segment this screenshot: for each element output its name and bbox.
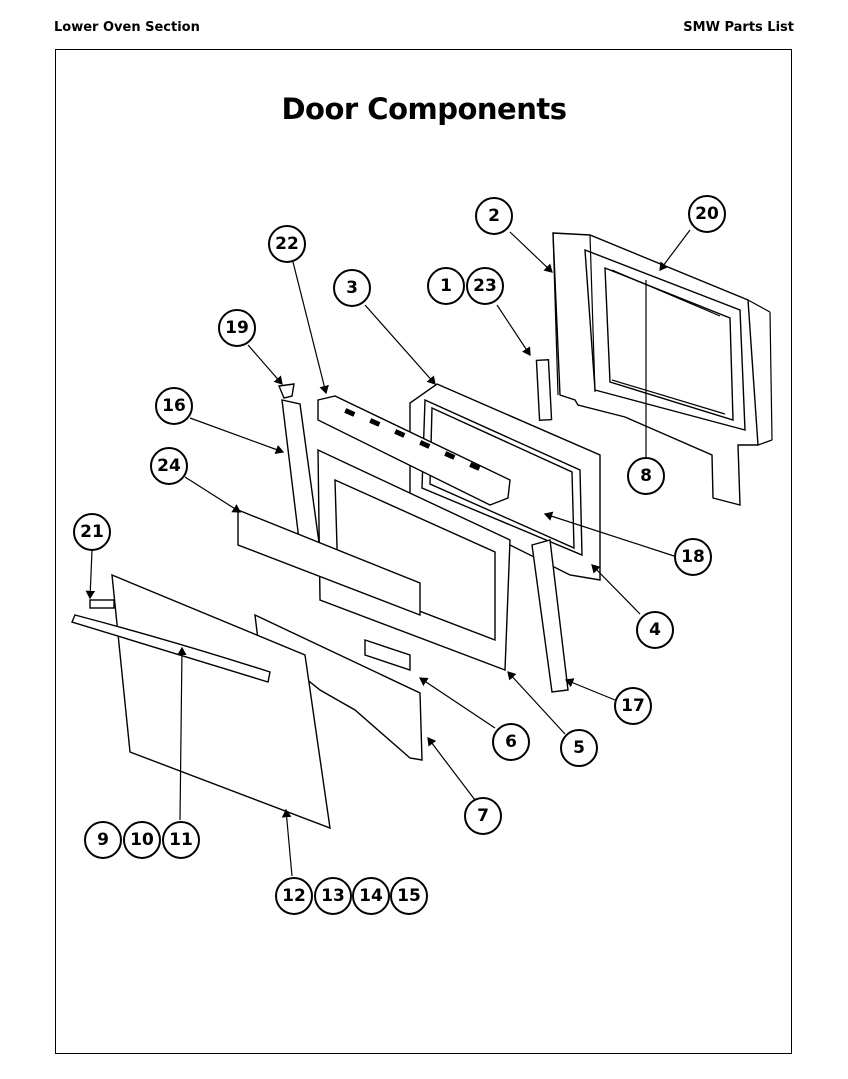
callout-19: 19 [218, 309, 256, 347]
callout-16: 16 [155, 387, 193, 425]
svg-text:9: 9 [97, 830, 109, 850]
side-channel-right [531, 539, 569, 693]
callout-4: 4 [636, 611, 674, 649]
door-handle [71, 614, 271, 683]
callout-17: 17 [614, 687, 652, 725]
callout-7: 7 [464, 797, 502, 835]
svg-text:24: 24 [157, 456, 181, 476]
svg-text:10: 10 [130, 830, 154, 850]
svg-text:21: 21 [80, 522, 104, 542]
callout-10: 10 [123, 821, 161, 859]
outer-door-glass [111, 573, 331, 830]
svg-text:4: 4 [649, 620, 661, 640]
callout-13: 13 [314, 877, 352, 915]
svg-text:19: 19 [225, 318, 249, 338]
svg-text:1: 1 [440, 276, 452, 296]
side-channel-left [281, 399, 321, 551]
section-header: Lower Oven Section [54, 20, 200, 35]
diagram-title: Door Components [281, 92, 567, 126]
vent-strip [317, 395, 511, 506]
screw [278, 383, 295, 399]
svg-text:7: 7 [477, 806, 489, 826]
svg-text:22: 22 [275, 234, 299, 254]
svg-text:2: 2 [488, 206, 500, 226]
callout-12: 12 [275, 877, 313, 915]
svg-text:11: 11 [169, 830, 193, 850]
svg-text:12: 12 [282, 886, 306, 906]
svg-text:20: 20 [695, 204, 719, 224]
svg-text:13: 13 [321, 886, 345, 906]
callout-18: 18 [674, 538, 712, 576]
callout-6: 6 [492, 723, 530, 761]
parts-list-header: SMW Parts List [683, 20, 794, 35]
vent-slots [344, 408, 481, 471]
callout-23: 23 [466, 267, 504, 305]
svg-text:16: 16 [162, 396, 186, 416]
insulation-sheet [237, 508, 421, 617]
svg-text:18: 18 [681, 547, 705, 567]
svg-text:6: 6 [505, 732, 517, 752]
svg-text:3: 3 [346, 278, 358, 298]
callout-5: 5 [560, 729, 598, 767]
callout-11: 11 [162, 821, 200, 859]
callout-24: 24 [150, 447, 188, 485]
callout-22: 22 [268, 225, 306, 263]
callout-1: 1 [427, 267, 465, 305]
hinge-bracket [535, 358, 553, 422]
svg-text:23: 23 [473, 276, 497, 296]
callout-14: 14 [352, 877, 390, 915]
svg-text:14: 14 [359, 886, 383, 906]
rear-door-frame [552, 232, 773, 506]
svg-text:8: 8 [640, 466, 652, 486]
svg-text:15: 15 [397, 886, 421, 906]
callout-15: 15 [390, 877, 428, 915]
lower-bracket [364, 639, 411, 671]
callout-9: 9 [84, 821, 122, 859]
inner-door-window [334, 478, 496, 642]
handle-end-cap [89, 599, 115, 609]
svg-text:17: 17 [621, 696, 645, 716]
callout-8: 8 [627, 457, 665, 495]
diagram-frame [55, 49, 792, 1054]
callout-2: 2 [475, 197, 513, 235]
callout-3: 3 [333, 269, 371, 307]
callout-21: 21 [73, 513, 111, 551]
leader-lines [85, 229, 691, 877]
svg-text:5: 5 [573, 738, 585, 758]
callout-20: 20 [688, 195, 726, 233]
